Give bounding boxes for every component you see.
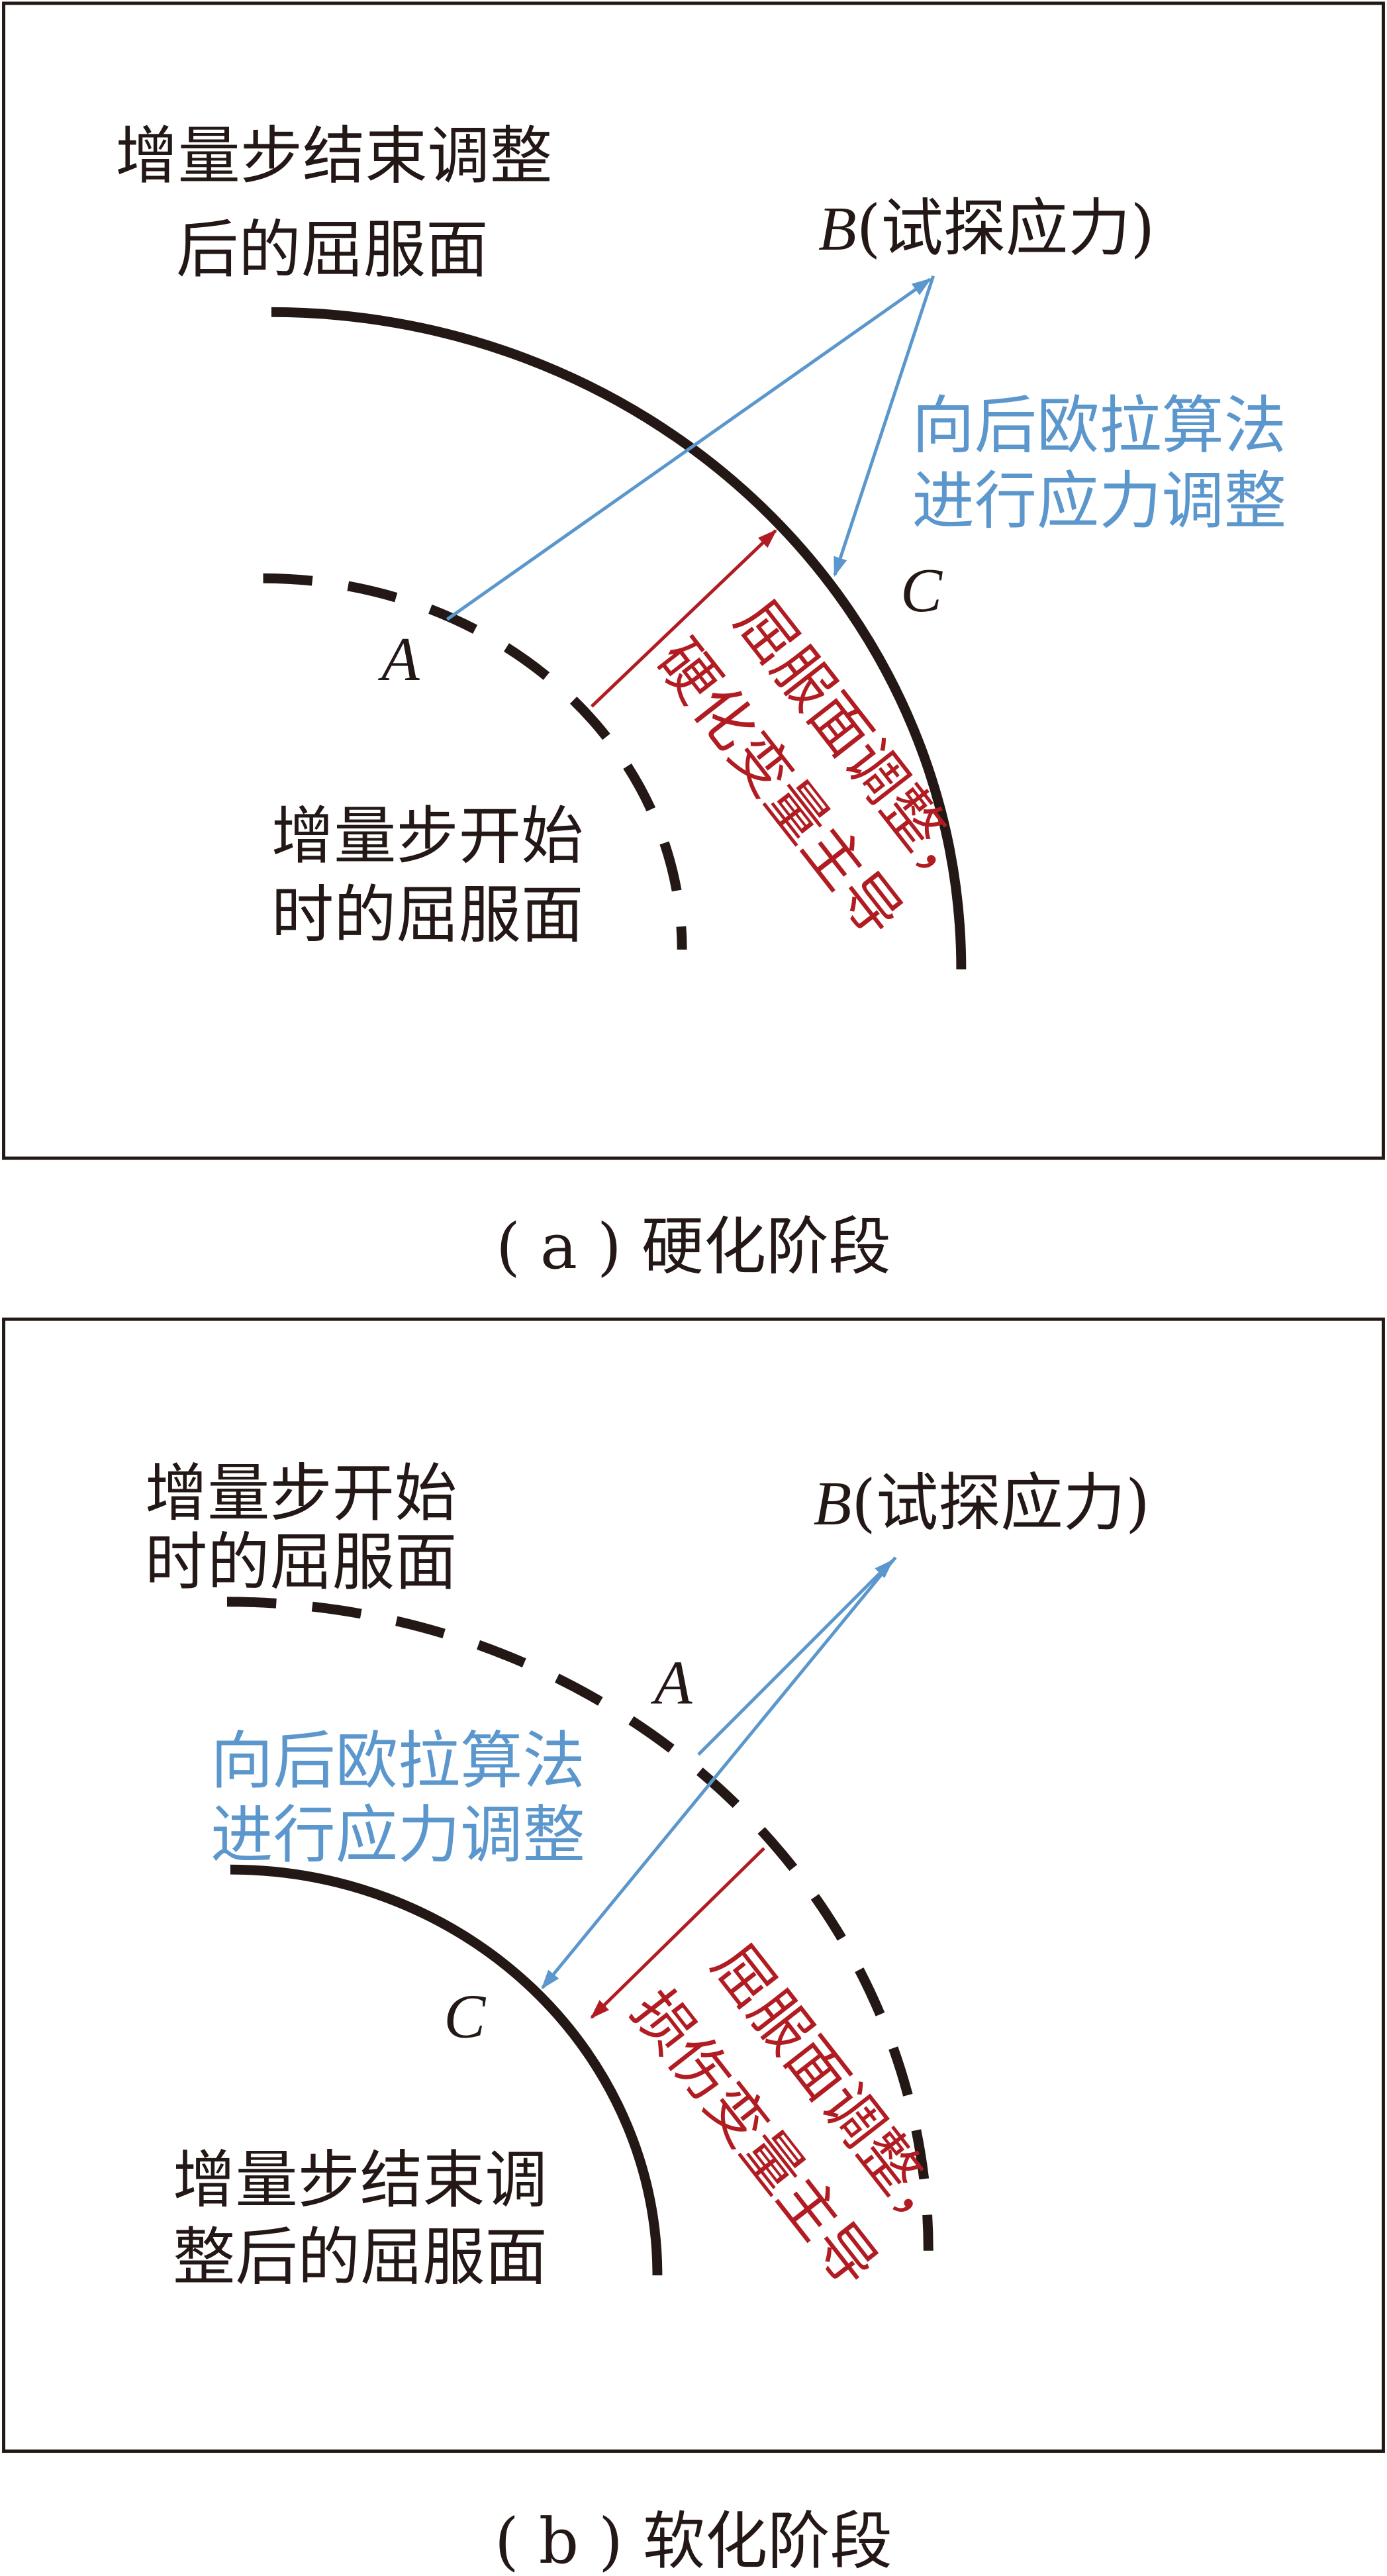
start-surface-label-line2: 时的屈服面	[145, 1526, 457, 1599]
start-surface-label-line1: 增量步开始	[271, 800, 583, 873]
blue-note-line1: 向后欧拉算法	[912, 389, 1286, 462]
end-yield-surface	[230, 1864, 663, 2276]
blue-note-line2: 进行应力调整	[912, 465, 1286, 538]
start-surface-label-line1: 增量步开始	[145, 1457, 457, 1530]
panel-b: 增量步开始 时的屈服面 B(试探应力) A 向后欧拉算法 进行应力调整 C 增量…	[2, 1317, 1385, 2453]
point-a-label: A	[377, 625, 420, 694]
end-surface-label-line1: 增量步结束调整	[115, 120, 552, 193]
start-yield-surface	[226, 1597, 933, 2251]
trial-stress-label: B(试探应力)	[818, 192, 1155, 265]
end-surface-label-line1: 增量步结束调	[173, 2144, 548, 2216]
caption-b: ( b ) 软化阶段	[495, 2505, 892, 2576]
point-c-label: C	[444, 1982, 486, 2051]
trial-stress-label: B(试探应力)	[814, 1467, 1150, 1540]
trial-stress-arrow	[446, 277, 932, 621]
point-c-label: C	[900, 556, 943, 625]
caption-a: ( a ) 硬化阶段	[496, 1211, 891, 1283]
softening-arrow	[590, 1847, 765, 2019]
start-surface-label-line2: 时的屈服面	[271, 879, 583, 952]
panel-a-frame	[2, 1, 1385, 1160]
blue-note-line2: 进行应力调整	[211, 1799, 585, 1871]
return-mapping-arrow	[541, 1556, 897, 1990]
start-yield-surface	[263, 573, 687, 950]
trial-stress-arrow	[697, 1559, 894, 1756]
end-surface-label-line2: 整后的屈服面	[173, 2221, 548, 2294]
end-surface-label-line2: 后的屈服面	[176, 213, 488, 286]
blue-note-line1: 向后欧拉算法	[211, 1725, 585, 1798]
panel-a: 增量步结束调整 后的屈服面 B(试探应力) 向后欧拉算法 进行应力调整 C A …	[2, 1, 1385, 1160]
return-mapping-arrow	[833, 275, 935, 577]
hardening-arrow	[590, 529, 777, 708]
end-yield-surface	[271, 307, 967, 969]
point-a-label: A	[650, 1649, 693, 1718]
panel-b-frame	[2, 1317, 1385, 2453]
